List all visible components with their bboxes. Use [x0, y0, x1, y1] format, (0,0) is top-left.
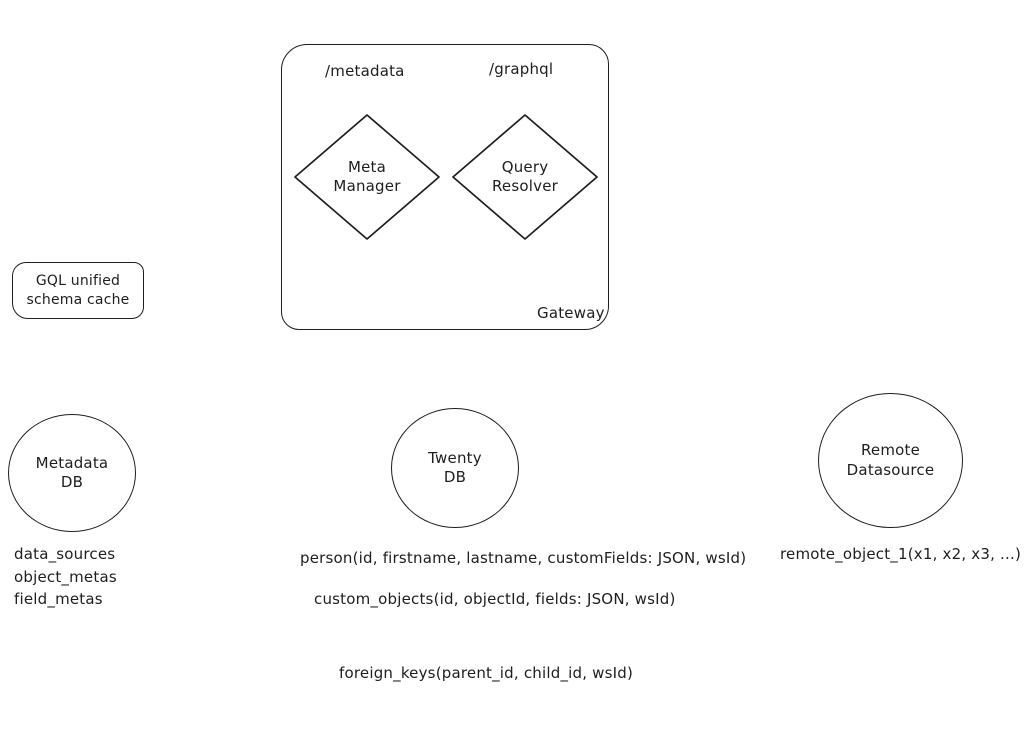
- table-def: object_metas: [14, 567, 117, 586]
- schema-cache-label: GQL unified schema cache: [26, 273, 130, 308]
- table-def-foreign-keys: foreign_keys(parent_id, child_id, wsId): [339, 664, 634, 682]
- table-def-custom-objects: custom_objects(id, objectId, fields: JSO…: [314, 590, 676, 608]
- query-resolver-label: Query Resolver: [491, 157, 558, 196]
- metadata-db-tables: data_sources object_metas field_metas: [14, 545, 117, 613]
- query-resolver-node: Query Resolver: [451, 113, 599, 241]
- table-def: data_sources: [14, 545, 116, 563]
- metadata-db-circle: Metadata DB: [8, 414, 136, 532]
- meta-manager-node: Meta Manager: [293, 113, 441, 241]
- meta-manager-label: Meta Manager: [333, 157, 401, 196]
- metadata-db-label: Metadata DB: [35, 453, 109, 492]
- gateway-box: [281, 44, 609, 330]
- diamond-icon: [294, 114, 440, 240]
- schema-cache-box: GQL unified schema cache: [12, 262, 144, 319]
- twenty-db-circle: Twenty DB: [391, 408, 519, 528]
- diamond-icon: [452, 114, 598, 240]
- remote-datasource-circle: Remote Datasource: [818, 393, 963, 528]
- endpoint-metadata-label: /metadata: [325, 62, 405, 80]
- gateway-label: Gateway: [537, 304, 605, 322]
- twenty-db-label: Twenty DB: [428, 448, 482, 487]
- endpoint-graphql-label: /graphql: [489, 60, 554, 78]
- table-def-remote-object: remote_object_1(x1, x2, x3, ...): [780, 545, 1022, 563]
- table-def-person: person(id, firstname, lastname, customFi…: [300, 549, 747, 567]
- table-def: field_metas: [14, 590, 103, 608]
- remote-datasource-label: Remote Datasource: [846, 441, 935, 479]
